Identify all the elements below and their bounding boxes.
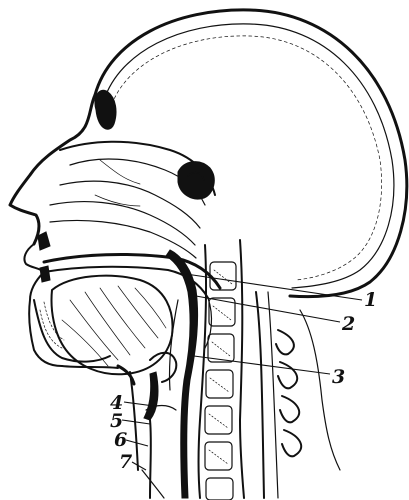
nasal-cavity — [50, 142, 215, 258]
callout-label-3: 3 — [332, 366, 345, 388]
neck-back-contour — [300, 310, 340, 470]
frontal-sinus — [95, 90, 116, 129]
callout-label-2: 2 — [341, 313, 355, 335]
sphenoid-sinus — [178, 162, 214, 199]
vertebral-bodies — [205, 262, 236, 500]
teeth — [38, 232, 50, 282]
spinal-cord — [256, 292, 278, 498]
callout-label-7: 7 — [119, 451, 132, 473]
mandible — [34, 300, 110, 362]
pharynx — [166, 250, 198, 498]
face-profile — [10, 95, 118, 368]
callout-label-6: 6 — [114, 429, 127, 451]
spinous-processes — [276, 330, 301, 456]
callout-label-1: 1 — [364, 289, 377, 311]
